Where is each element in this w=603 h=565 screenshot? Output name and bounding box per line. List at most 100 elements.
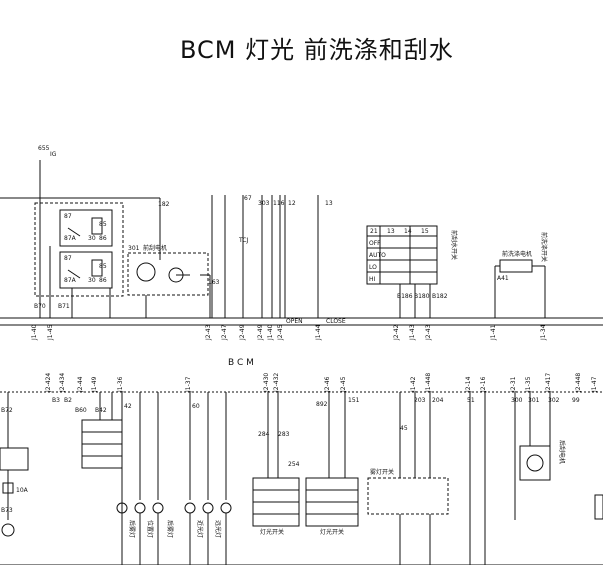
n42-label: 42 xyxy=(124,403,132,410)
motor-text-label: 前刮电机 xyxy=(143,244,167,252)
relay-1-pin-85: 85 xyxy=(99,263,107,270)
wiper-motor-icon xyxy=(136,262,156,282)
lamp-c-label: 后雾灯 xyxy=(166,520,174,538)
node-a-label: B70 xyxy=(34,303,46,310)
lamp-e-label: 远光灯 xyxy=(214,520,222,538)
rear-wiper-motor-icon xyxy=(526,454,544,472)
t116-label: 116 xyxy=(273,200,285,207)
n892-label: 892 xyxy=(316,401,328,408)
bcm-label: B C M xyxy=(228,358,254,368)
fuse-label: 10A xyxy=(16,487,29,494)
n151-label: 151 xyxy=(348,397,360,404)
switch-header-3: 15 xyxy=(421,228,429,235)
relay-0-pin-85: 85 xyxy=(99,221,107,228)
connector-top-8: J1-44 xyxy=(315,324,322,341)
connector-top-12: J1-41 xyxy=(490,324,497,341)
relay-1-pin-86: 86 xyxy=(99,277,107,284)
rear-wiper-motor-frame xyxy=(519,445,551,481)
connector-top-5: J2-49 xyxy=(257,324,264,341)
relay-num-label: 182 xyxy=(158,201,170,208)
n204-label: 204 xyxy=(432,397,444,404)
relay-group-frame xyxy=(34,202,124,297)
page-title: BCM 灯光 前洗涤和刮水 xyxy=(180,36,454,64)
switch-row-2: LO xyxy=(369,264,377,271)
sw-a-label: B186 xyxy=(397,293,413,300)
ig-num-label: 655 xyxy=(38,145,50,152)
box-left-label: 灯光开关 xyxy=(260,528,284,536)
switch-header-2: 14 xyxy=(404,228,412,235)
n301-label: 301 xyxy=(528,397,540,404)
connector-top-4: J2-49 xyxy=(239,324,246,341)
connector-bottom-8: J2-46 xyxy=(324,376,331,393)
connector-top-11: J2-43 xyxy=(425,324,432,341)
tcj-label: TCJ xyxy=(238,237,249,244)
t13-label: 13 xyxy=(325,200,333,207)
connector-top-10: J1-43 xyxy=(409,324,416,341)
relay-0-pin-30: 30 xyxy=(88,235,96,242)
connector-bottom-12: J2-14 xyxy=(465,376,472,393)
n302-label: 302 xyxy=(548,397,560,404)
connector-bottom-16: J2-417 xyxy=(545,373,552,393)
connector-bottom-5: J1-37 xyxy=(185,376,192,393)
wiper-motor-frame xyxy=(127,252,209,296)
n284-label: 284 xyxy=(258,431,270,438)
relay-bcm-left xyxy=(0,447,29,471)
node-b-label: B71 xyxy=(58,303,70,310)
n283-label: 283 xyxy=(278,431,290,438)
box-right-label: 灯光开关 xyxy=(320,528,344,536)
wiper-switch-block xyxy=(366,225,438,285)
connector-bottom-18: J1-47 xyxy=(591,376,598,393)
lamp-d-label: 近光灯 xyxy=(196,520,204,538)
switch-header-1: 13 xyxy=(387,228,395,235)
sw-b-label: B180 xyxy=(414,293,430,300)
n60-label: 60 xyxy=(192,403,200,410)
rear-motor-label: 后刮电机 xyxy=(558,440,566,464)
relay-1-pin-30: 30 xyxy=(88,277,96,284)
lamp-a-label: 后雾灯 xyxy=(128,520,136,538)
t12-label: 12 xyxy=(288,200,296,207)
switch-side-label: 前刮水开关 xyxy=(450,230,458,260)
switch-row-3: HI xyxy=(369,276,376,283)
close-label: CLOSE xyxy=(326,318,346,325)
connector-bottom-2: J2-44 xyxy=(77,376,84,393)
connector-bottom-17: J2-448 xyxy=(575,373,582,393)
connector-bottom-0: J2-424 xyxy=(45,373,52,393)
connector-bottom-9: J2-45 xyxy=(340,376,347,393)
connector-bottom-10: J1-42 xyxy=(410,376,417,393)
ig-label: IG xyxy=(50,151,57,158)
n300-label: 300 xyxy=(511,397,523,404)
fog-switch-frame xyxy=(367,477,449,515)
relay-0-pin-87: 87 xyxy=(64,213,72,220)
n51-label: 51 xyxy=(467,397,475,404)
relay-1-pin-87a: 87A xyxy=(64,277,77,284)
heater-label: 前洗涤电机 xyxy=(502,250,532,258)
connector-bottom-14: J2-31 xyxy=(510,376,517,393)
b42-label: B42 xyxy=(95,407,107,414)
connector-top-13: J1-34 xyxy=(540,324,547,341)
connector-top-1: J1-45 xyxy=(47,324,54,341)
t303-label: 303 xyxy=(258,200,270,207)
t67-label: 67 xyxy=(244,195,252,202)
n203-label: 203 xyxy=(414,397,426,404)
fuse-10a xyxy=(2,482,14,494)
switch-row-1: AUTO xyxy=(369,252,386,259)
connector-bottom-7: J2-432 xyxy=(273,373,280,393)
connector-bottom-11: J1-448 xyxy=(425,373,432,393)
connector-bottom-1: J2-434 xyxy=(59,373,66,393)
washer-switch xyxy=(499,259,533,273)
relay-box-upper xyxy=(59,209,113,247)
relay-box-lower xyxy=(59,251,113,289)
b3-label: B3 xyxy=(52,397,60,404)
connector-bottom-3: J1-49 xyxy=(91,376,98,393)
n99-label: 99 xyxy=(572,397,580,404)
connector-top-2: J2-43 xyxy=(205,324,212,341)
b73-label: B73 xyxy=(1,507,13,514)
connector-top-9: J2-42 xyxy=(393,324,400,341)
connector-top-7: J2-45 xyxy=(277,324,284,341)
connector-top-6: J1-40 xyxy=(267,324,274,341)
relay-0-pin-87a: 87A xyxy=(64,235,77,242)
heater-num-label: A41 xyxy=(497,275,509,282)
connector-bottom-13: J2-16 xyxy=(480,376,487,393)
switch-row-0: OFF xyxy=(369,240,381,247)
